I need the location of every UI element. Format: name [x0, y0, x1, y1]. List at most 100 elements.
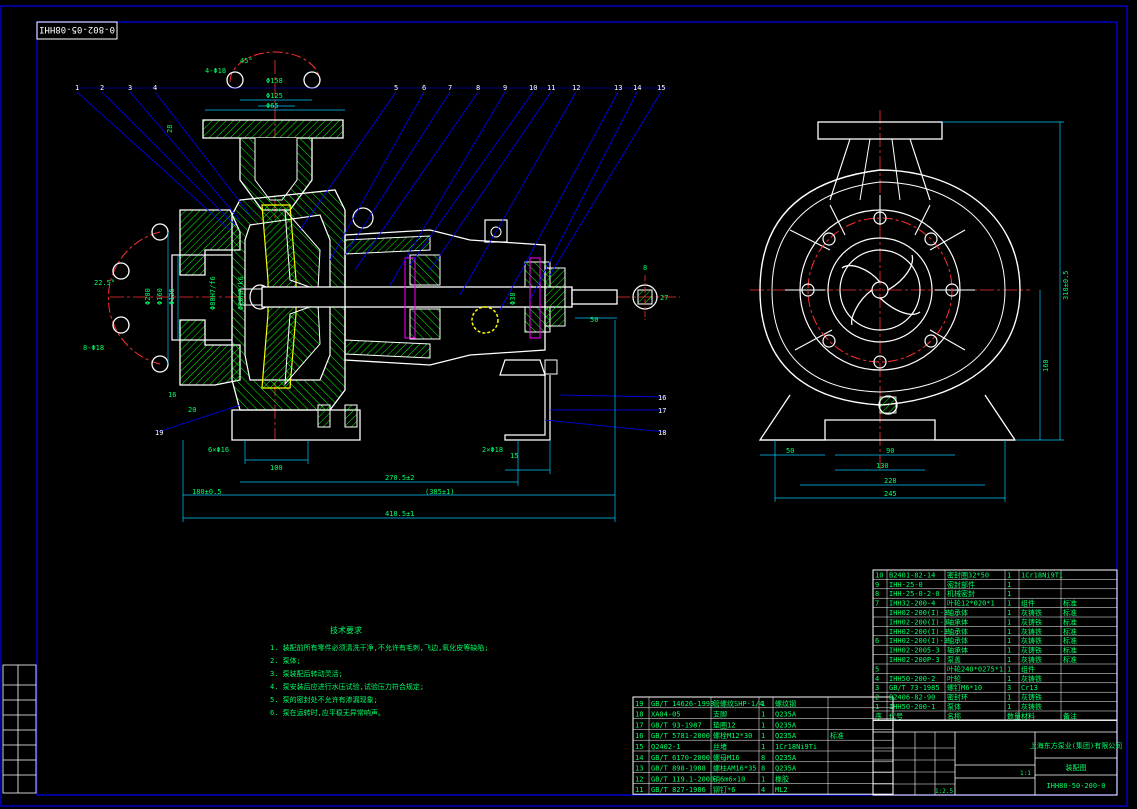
bom-cell-qty: 1 — [1007, 675, 1011, 683]
bom-cell-qty: 1 — [1007, 571, 1011, 579]
tech-item-2: 2. 泵体; — [270, 656, 301, 665]
bom-cell-note: 标准 — [1063, 617, 1077, 626]
dim-bore-4: Φ80H7/f6 — [209, 276, 217, 310]
bom-cell-qty: 1 — [1007, 609, 1011, 617]
bom-cell-qty: 1 — [761, 775, 765, 783]
end-dim-160: 160 — [1042, 359, 1050, 372]
drawing-code: IHH80-50-200-0 — [1046, 782, 1105, 790]
balloon-18: 18 — [658, 429, 666, 437]
bom-cell-code: IHH32-200-4 — [889, 600, 935, 608]
bom-cell-no: 2 — [875, 694, 879, 702]
section-dimensions — [167, 99, 617, 522]
bom-cell-no: 11 — [635, 786, 643, 794]
dim-shaft-fit: Φ20H7/k6 — [237, 276, 245, 310]
dim-flange-d3: Φ65 — [266, 102, 279, 110]
bom-cell-qty: 1 — [1007, 628, 1011, 636]
bom-cell-qty: 1 — [1007, 665, 1011, 673]
bom-cell-name: 轴承体 — [947, 627, 968, 636]
bom-cell-name: 螺栓M12*30 — [713, 731, 752, 740]
section-dimension-labels: 45° 4-Φ18 Φ158 Φ125 Φ65 8-Φ18 22.5° Φ200… — [83, 57, 668, 518]
bom-cell-qty: 1 — [1007, 694, 1011, 702]
bom-cell-code: GB/T 73-1985 — [889, 684, 940, 692]
bom-cell-code: GB/T 119.1-2000 — [651, 775, 714, 783]
bom-cell-code: GB/T 5781-2000 — [651, 732, 710, 740]
bom-cell-no: 15 — [635, 743, 643, 751]
dim-20: 20 — [188, 406, 196, 414]
tech-item-1: 1. 装配前所有零件必须清洗干净,不允许有毛刺,飞边,氧化皮等缺陷; — [270, 643, 489, 652]
balloon-1: 1 — [75, 84, 79, 92]
bom-cell-code: GB/T 6170-2000 — [651, 754, 710, 762]
dim-385: (385±1) — [425, 488, 455, 496]
balloon-12: 12 — [572, 84, 580, 92]
bom-cell-mat: 灰铸铁 — [1021, 636, 1042, 645]
bom-cell-name: 管螺纹SHP-1/4 — [713, 699, 764, 708]
bom-cell-name: 销6m6×10 — [713, 774, 745, 783]
bom-cell-name: 叶轮 — [947, 674, 961, 683]
bom-cell-mat: 灰铸铁 — [1021, 674, 1042, 683]
bom-cell-code: IHH-25-0-2-0 — [889, 590, 940, 598]
bom-cell-name: 泵盖 — [947, 655, 961, 664]
bom-cell-name: 垫圈12 — [713, 720, 735, 729]
dim-bore-3: Φ125 — [168, 288, 176, 305]
bom-cell-qty: 8 — [761, 765, 765, 773]
dim-6-holes: 6×Φ16 — [208, 446, 229, 454]
bom-cell-code: GB/T 898-1988 — [651, 765, 706, 773]
bom-cell-qty: 1 — [1007, 600, 1011, 608]
bom-cell-mat: Q235A — [775, 732, 797, 740]
dim-270: 270.5±2 — [385, 474, 415, 482]
bom-cell-name: 轴承体 — [947, 608, 968, 617]
bom-cell-no: 3 — [875, 684, 879, 692]
sheet: 1:2.5 — [935, 788, 953, 795]
bom-cell-mat: Q235A — [775, 711, 797, 719]
dim-418: 418.5±1 — [385, 510, 415, 518]
dim-28: 28 — [166, 125, 174, 133]
tech-item-4: 4. 泵安装后应进行水压试验,试验压力符合规定; — [270, 682, 424, 691]
bom-cell-no: 18 — [635, 711, 643, 719]
bom-cell-mat: 灰铸铁 — [1021, 646, 1042, 655]
bom-cell-note: 标准 — [830, 731, 844, 740]
bom-cell-qty: 1 — [1007, 637, 1011, 645]
bom-cell-qty: 1 — [1007, 590, 1011, 598]
bom-cell-qty: 1 — [1007, 618, 1011, 626]
bom-cell-no: 4 — [875, 675, 879, 683]
bom-cell-no: 8 — [875, 590, 879, 598]
drawing-name: 装配图 — [1066, 763, 1087, 772]
end-dim-90: 90 — [886, 447, 894, 455]
bom-cell-name: 叶轮240*0275*1 — [947, 664, 1003, 673]
balloon-4: 4 — [153, 84, 157, 92]
bom-cell-qty: 4 — [761, 786, 765, 794]
bom-cell-code: GB/T 93-1987 — [651, 721, 702, 729]
drawing-number-rotated: 0-802-05-08HHI — [39, 24, 115, 34]
bom-cell-no: 17 — [635, 721, 643, 729]
end-dim-228: 228 — [884, 477, 897, 485]
bom-cell-name: 螺钉M6*10 — [947, 683, 982, 692]
bom-cell-code: IHH50-200-1 — [889, 703, 935, 711]
bom-cell-no: 13 — [635, 765, 643, 773]
balloon-3: 3 — [128, 84, 132, 92]
bom-cell-no: 7 — [875, 600, 879, 608]
bom-cell-no: 1 — [875, 703, 879, 711]
bom-cell-mat: 1Cr18Ni9Ti — [1021, 571, 1063, 579]
bom-cell-qty: 3 — [1007, 684, 1011, 692]
leader-lines — [76, 87, 670, 433]
dim-key2: 27 — [660, 294, 668, 302]
bom-cell-code: IHH02-200P-3 — [889, 656, 940, 664]
tech-item-3: 3. 泵装配后转动灵活; — [270, 669, 343, 678]
bom-cell-name: 密封部件 — [947, 580, 975, 589]
dim-key: 8 — [643, 264, 647, 272]
outer-border — [0, 5, 1128, 807]
end-dim-318: 318±0.5 — [1062, 270, 1070, 300]
dim-left-angle: 22.5° — [94, 279, 115, 287]
bom-cell-qty: 1 — [761, 721, 765, 729]
bom-cell-qty: 1 — [1007, 647, 1011, 655]
bom-cell-mat: Q235A — [775, 721, 797, 729]
dim-50: 50 — [590, 316, 598, 324]
bom-cell-note: 标准 — [1063, 636, 1077, 645]
inner-border — [36, 21, 1118, 796]
bom-cell-name: 轴承体 — [947, 636, 968, 645]
tech-requirements: 技术要求 1. 装配前所有零件必须清洗干净,不允许有毛刺,飞边,氧化皮等缺陷; … — [270, 625, 489, 717]
bom-cell-mat: Q235A — [775, 754, 797, 762]
bom-header-mat: 材料 — [1021, 711, 1035, 720]
